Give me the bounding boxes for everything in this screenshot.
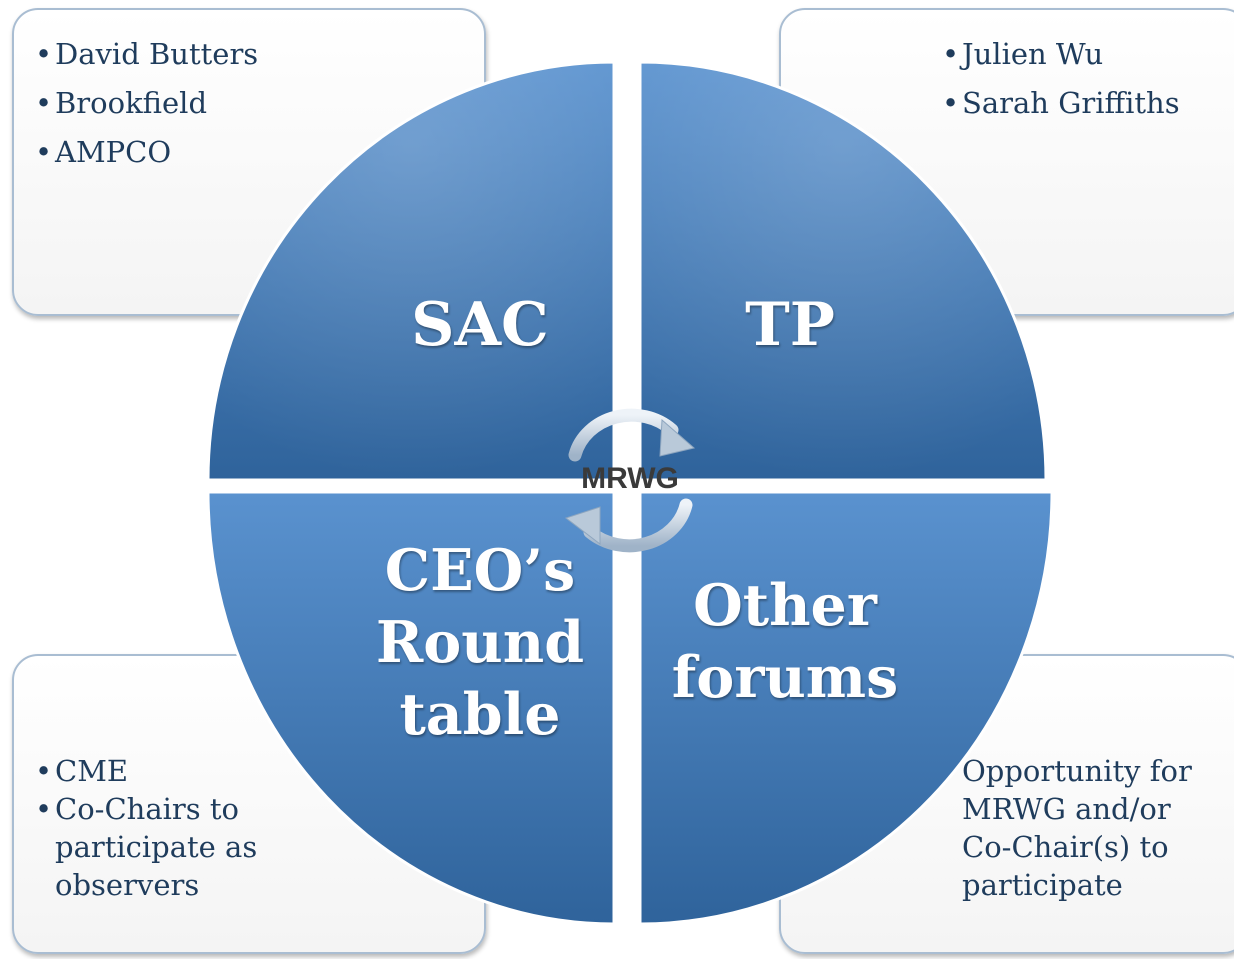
list-item: AMPCO: [33, 128, 258, 177]
tp-members-list: Julien Wu Sarah Griffiths: [940, 30, 1180, 128]
quadrant-label-tp: TP: [745, 290, 835, 360]
label-line: Other: [693, 572, 877, 639]
label-line: forums: [671, 644, 899, 711]
quadrant-label-other-forums: Other forums: [655, 570, 915, 714]
center-label-mrwg: MRWG: [581, 462, 679, 495]
other-forums-list: Opportunity for MRWG and/or Co-Chair(s) …: [940, 752, 1210, 904]
ceo-roundtable-list: CME Co-Chairs to participate as observer…: [33, 752, 293, 904]
quadrant-ceo-roundtable: [206, 490, 616, 926]
list-item: David Butters: [33, 30, 258, 79]
list-item: Sarah Griffiths: [940, 79, 1180, 128]
list-item: Co-Chairs to participate as observers: [33, 790, 293, 904]
label-line: table: [399, 681, 561, 748]
sac-members-list: David Butters Brookfield AMPCO: [33, 30, 258, 177]
label-line: CEO’s: [384, 537, 576, 604]
quadrant-label-sac: SAC: [411, 290, 549, 360]
label-line: Round: [375, 609, 585, 676]
list-item: CME: [33, 752, 293, 790]
arrow-head-icon: [564, 506, 601, 546]
arrow-head-icon: [659, 418, 696, 457]
list-item: Opportunity for MRWG and/or Co-Chair(s) …: [940, 752, 1210, 904]
cycle-arrows-icon: [568, 408, 693, 553]
quadrant-other-forums: [638, 490, 1054, 926]
list-item: Brookfield: [33, 79, 258, 128]
quadrant-label-ceo-roundtable: CEO’s Round table: [350, 535, 610, 751]
list-item: Julien Wu: [940, 30, 1180, 79]
